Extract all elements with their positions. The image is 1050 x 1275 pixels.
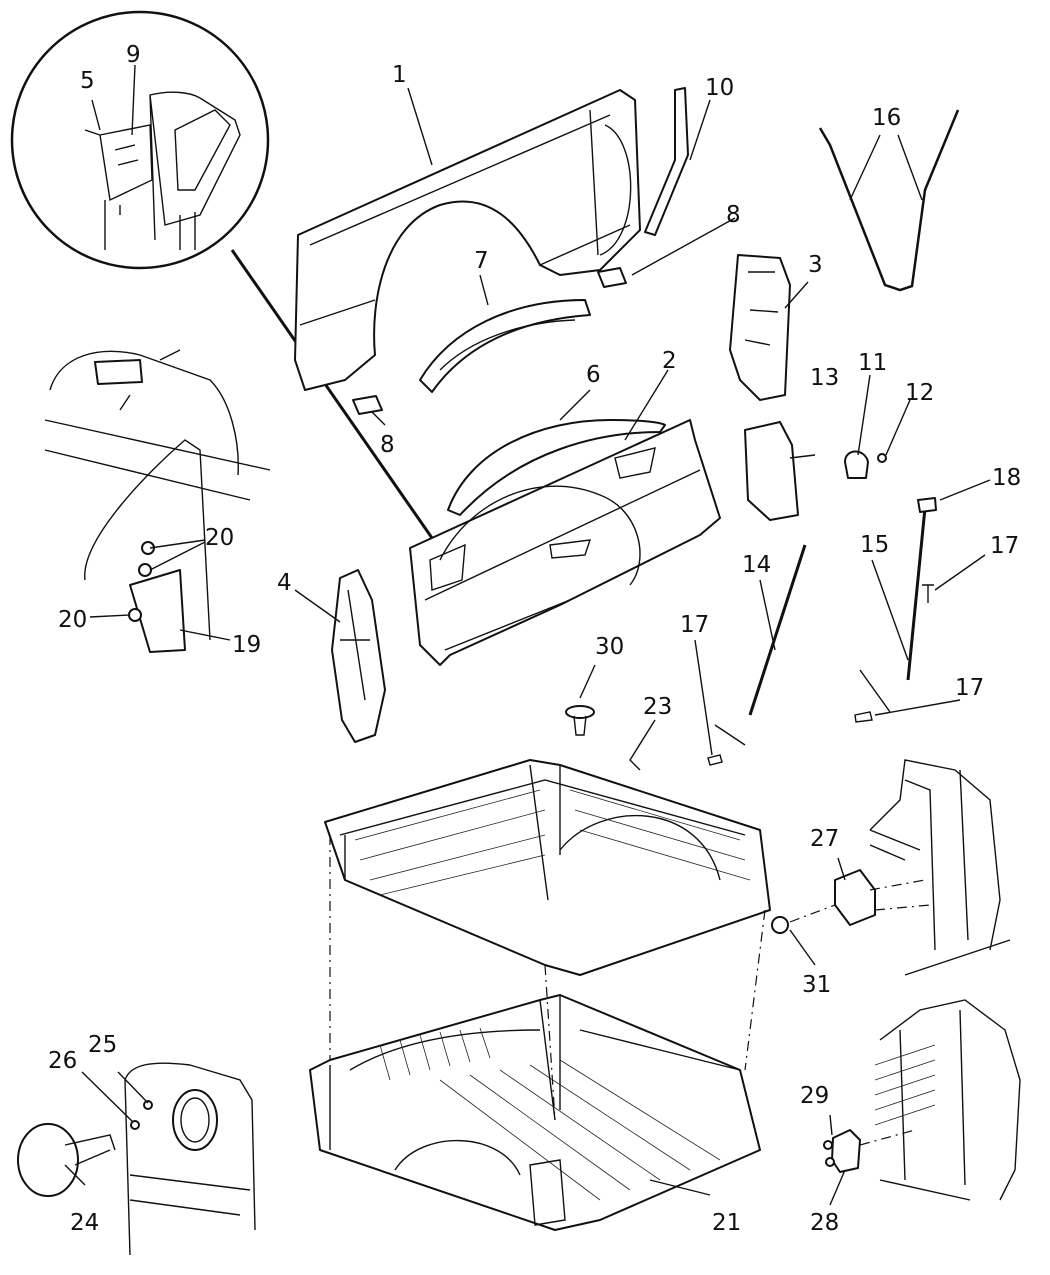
tailgate-hinge-view-lower [823, 999, 1021, 1201]
wheelhouse-upper-part [419, 299, 591, 393]
callout-19: 19 [232, 632, 261, 658]
callout-14: 14 [742, 552, 771, 578]
clip-lower [352, 395, 383, 415]
callout-4: 4 [277, 570, 292, 596]
callout-26: 26 [48, 1048, 77, 1074]
bolt-17-right [922, 584, 934, 603]
callout-30: 30 [595, 634, 624, 660]
callout-6: 6 [586, 362, 601, 388]
callout-5: 5 [80, 68, 95, 94]
side-bracket-part [729, 254, 791, 401]
bed-liner-part [324, 759, 771, 976]
callout-labels: 1 2 3 4 5 6 7 8 8 9 10 11 12 13 14 15 16… [48, 42, 1021, 1236]
corner-strip-part [644, 87, 689, 236]
callout-2: 2 [662, 348, 677, 374]
striker-part [844, 450, 869, 479]
callout-13: 13 [810, 365, 839, 391]
callout-7: 7 [474, 248, 489, 274]
pillar-bracket-part [744, 421, 799, 521]
callout-8-lower: 8 [380, 432, 395, 458]
bolt-17-left [707, 724, 746, 766]
callout-18: 18 [992, 465, 1021, 491]
fuel-door-view [17, 1062, 256, 1256]
callout-24: 24 [70, 1210, 99, 1236]
rod-clip [917, 497, 937, 513]
inset-detail-circle [10, 10, 270, 270]
callout-1: 1 [392, 62, 407, 88]
inset-leader-line [230, 249, 434, 539]
tailgate-cable [818, 109, 960, 292]
callout-25: 25 [88, 1032, 117, 1058]
clip-upper [597, 267, 627, 288]
tailgate-hinge-view-upper [771, 759, 1011, 976]
callout-28: 28 [810, 1210, 839, 1236]
fender-latch-view [44, 349, 271, 653]
callout-16: 16 [872, 105, 901, 131]
bolt-17-lower [854, 669, 891, 723]
callout-23: 23 [643, 694, 672, 720]
callout-17-right: 17 [990, 533, 1019, 559]
callout-8-upper: 8 [726, 202, 741, 228]
callout-12: 12 [905, 380, 934, 406]
callout-29: 29 [800, 1083, 829, 1109]
callout-31: 31 [802, 972, 831, 998]
callout-21: 21 [712, 1210, 741, 1236]
leader-lines [64, 64, 991, 1206]
callout-11: 11 [858, 350, 887, 376]
callout-20-lower: 20 [58, 607, 87, 633]
latch-rod [906, 507, 927, 681]
callout-27: 27 [810, 826, 839, 852]
wheel-liner-part [331, 569, 386, 743]
alignment-line-right [744, 909, 766, 1071]
callout-10: 10 [705, 75, 734, 101]
callout-15: 15 [860, 532, 889, 558]
callout-9: 9 [126, 42, 141, 68]
callout-17-left: 17 [680, 612, 709, 638]
callout-3: 3 [808, 252, 823, 278]
outer-box-side-panel [294, 89, 641, 391]
inner-box-side-panel [409, 419, 721, 666]
striker-bolt [877, 453, 887, 463]
support-strap [748, 544, 807, 716]
drain-plug [565, 705, 595, 736]
truck-bed-part [309, 994, 761, 1231]
alignment-line-center [544, 964, 556, 1121]
callout-17-lower: 17 [955, 675, 984, 701]
callout-20-upper: 20 [205, 525, 234, 551]
wheelhouse-lower-part [447, 419, 666, 516]
